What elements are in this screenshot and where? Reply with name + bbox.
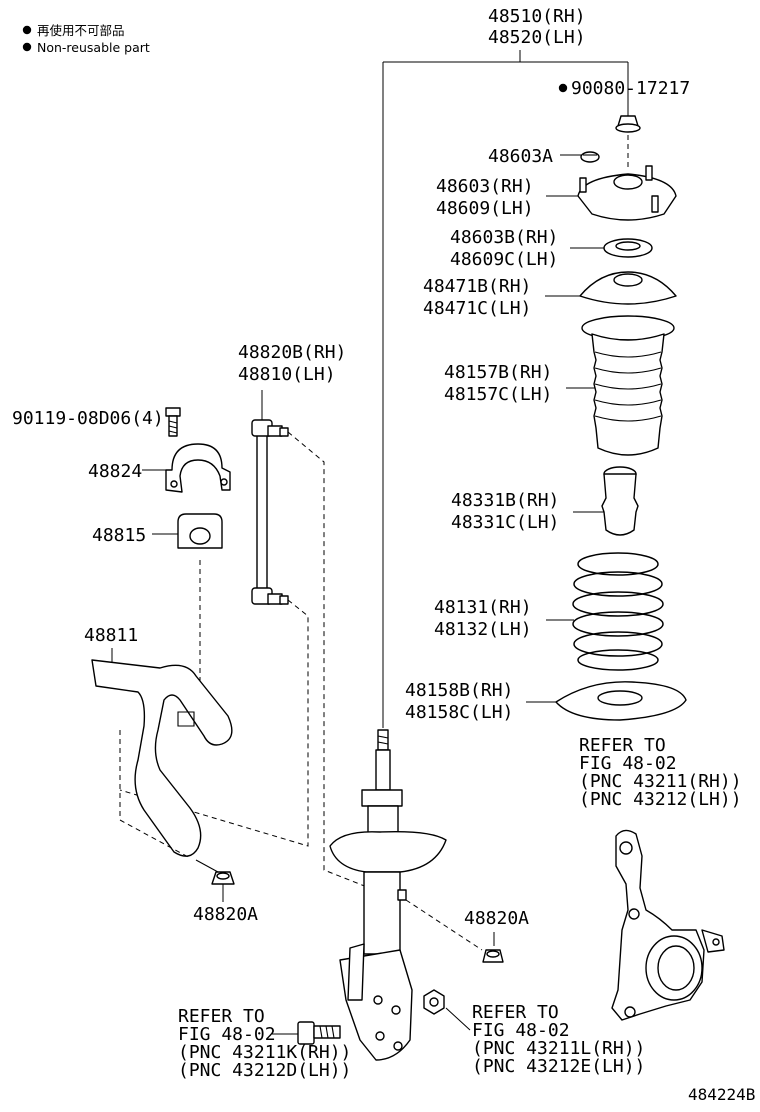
bearing-icon [603, 238, 653, 258]
legend-bullet-icon [22, 25, 32, 35]
nut-ref-line1: REFER TO [472, 1002, 559, 1023]
hex-nut-icon [423, 989, 445, 1015]
legend-bullet-icon [22, 42, 32, 52]
coil-spring-icon [572, 552, 664, 671]
nut-ref-line3[interactable]: (PNC 43211L(RH)) [472, 1038, 645, 1059]
stabilizer-dashed-line [119, 730, 191, 859]
lower-insulator-icon [555, 681, 687, 721]
label-bearing-rh[interactable]: 48603B(RH) [450, 227, 558, 248]
label-support-rh[interactable]: 48603(RH) [436, 176, 534, 197]
label-lower-insulator-lh[interactable]: 48158C(LH) [405, 702, 513, 723]
knuckle-ref-line4[interactable]: (PNC 43212(LH)) [579, 789, 742, 810]
bracket-icon [165, 443, 231, 493]
diagram-id: 484224B [688, 1085, 755, 1104]
label-spring-rh[interactable]: 48131(RH) [434, 597, 532, 618]
legend: 再使用不可部品 Non-reusable part [22, 23, 150, 55]
cap-nut-icon [580, 151, 600, 163]
label-assy-lh[interactable]: 48520(LH) [488, 27, 586, 48]
nut-ref-line4[interactable]: (PNC 43212E(LH)) [472, 1056, 645, 1077]
label-nut-right[interactable]: 48820A [464, 908, 529, 929]
label-nut-cap[interactable]: 48603A [488, 146, 553, 167]
flange-nut-icon [615, 115, 641, 133]
label-bolt[interactable]: 90119-08D06(4) [12, 408, 164, 429]
upper-spring-seat-icon [579, 271, 677, 305]
label-bumper-lh[interactable]: 48331C(LH) [451, 512, 559, 533]
label-lower-insulator-rh[interactable]: 48158B(RH) [405, 680, 513, 701]
label-bearing-lh[interactable]: 48609C(LH) [450, 249, 558, 270]
label-nut-left[interactable]: 48820A [193, 904, 258, 925]
dust-boot-icon [581, 315, 675, 456]
bolt-ref-line2: FIG 48-02 [178, 1024, 276, 1045]
legend-line-japanese: 再使用不可部品 [37, 23, 125, 38]
stabilizer-bar-icon [91, 659, 233, 857]
knuckle-ref-line2: FIG 48-02 [579, 753, 677, 774]
label-bumper-rh[interactable]: 48331B(RH) [451, 490, 559, 511]
leader-line [445, 1007, 471, 1031]
knuckle-ref-line1: REFER TO [579, 735, 666, 756]
label-upper-seat-lh[interactable]: 48471C(LH) [423, 298, 531, 319]
label-stabilizer-bar[interactable]: 48811 [84, 625, 138, 646]
bushing-icon [177, 513, 223, 549]
leader-line [195, 859, 219, 873]
link-dashed-line [287, 431, 401, 901]
bolt-icon [165, 407, 181, 437]
stabilizer-link-icon [251, 419, 289, 605]
assembly-bracket-line [382, 50, 629, 728]
stabilizer-nut-icon [211, 871, 235, 885]
label-link-lh[interactable]: 48810(LH) [238, 364, 336, 385]
knuckle-ref-line3[interactable]: (PNC 43211(RH)) [579, 771, 742, 792]
link-dashed-line [405, 899, 483, 951]
bolt-ref-line1: REFER TO [178, 1006, 265, 1027]
label-spring-lh[interactable]: 48132(LH) [434, 619, 532, 640]
mounting-bolt-icon [297, 1021, 341, 1045]
stabilizer-nut-icon [482, 949, 504, 963]
label-boot-rh[interactable]: 48157B(RH) [444, 362, 552, 383]
bump-stopper-icon [601, 466, 639, 536]
bolt-ref-line4[interactable]: (PNC 43212D(LH)) [178, 1060, 351, 1081]
legend-line-english: Non-reusable part [37, 40, 150, 55]
label-link-rh[interactable]: 48820B(RH) [238, 342, 346, 363]
shock-absorber-icon [329, 729, 447, 1061]
non-reusable-bullet-icon [558, 83, 568, 93]
bolt-ref-line3[interactable]: (PNC 43211K(RH)) [178, 1042, 351, 1063]
label-support-lh[interactable]: 48609(LH) [436, 198, 534, 219]
link-dashed-line [119, 599, 309, 847]
label-bracket[interactable]: 48824 [88, 461, 142, 482]
strut-mount-icon [577, 165, 677, 221]
label-bushing[interactable]: 48815 [92, 525, 146, 546]
label-assy-rh[interactable]: 48510(RH) [488, 6, 586, 27]
label-boot-lh[interactable]: 48157C(LH) [444, 384, 552, 405]
nut-ref-line2: FIG 48-02 [472, 1020, 570, 1041]
label-upper-seat-rh[interactable]: 48471B(RH) [423, 276, 531, 297]
label-nut-part[interactable]: 90080-17217 [571, 78, 690, 99]
steering-knuckle-icon [611, 829, 725, 1021]
